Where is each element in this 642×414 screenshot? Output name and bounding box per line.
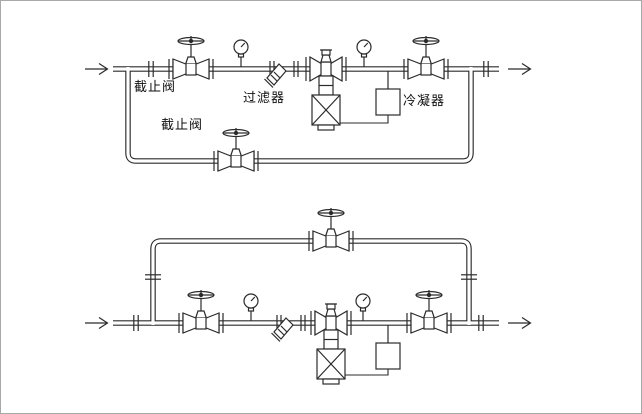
pressure-gauge-downstream <box>356 39 372 68</box>
overhead-bypass-pipe-bore <box>151 239 471 325</box>
label-bypass-stop-valve: 截止阀 <box>161 117 203 132</box>
stop-valve-upstream <box>178 289 224 334</box>
top-diagram: 截止阀 过滤器 冷凝器 截止阀 <box>84 35 532 172</box>
label-filter: 过滤器 <box>243 90 285 105</box>
stop-valve-upstream <box>168 35 214 80</box>
y-strainer <box>263 60 299 89</box>
label-condenser: 冷凝器 <box>403 93 445 108</box>
condenser <box>375 70 401 116</box>
pressure-gauge-upstream <box>233 39 249 68</box>
stop-valve-downstream <box>406 289 452 334</box>
pressure-gauge-downstream <box>355 293 371 322</box>
bypass-pipe <box>125 67 474 164</box>
stop-valve-downstream <box>403 35 449 80</box>
flow-in-arrow <box>84 62 109 76</box>
label-stop-valve: 截止阀 <box>134 79 176 94</box>
pressure-gauge-upstream <box>243 293 259 322</box>
bottom-diagram <box>84 207 532 385</box>
bypass-stop-valve <box>213 127 259 172</box>
condenser <box>375 324 401 370</box>
pressure-reducing-valve <box>305 49 347 131</box>
y-strainer <box>270 314 306 343</box>
flow-in-arrow <box>84 316 109 330</box>
bypass-pipe-bore <box>126 67 473 163</box>
pilot-sensing-line <box>345 369 389 376</box>
overhead-bypass-stop-valve <box>308 207 354 252</box>
flow-out-arrow <box>507 316 532 330</box>
pilot-sensing-line <box>340 115 389 124</box>
flow-out-arrow <box>507 62 532 76</box>
pressure-reducing-valve <box>310 303 352 385</box>
